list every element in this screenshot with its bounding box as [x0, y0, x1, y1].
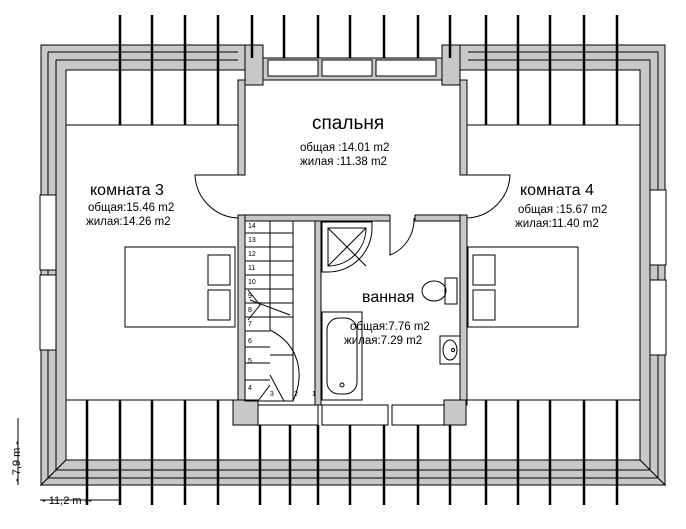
stair-step: 4	[248, 385, 252, 392]
stairs	[244, 220, 300, 402]
stair-step: 11	[248, 265, 256, 272]
stair-step: 2	[294, 391, 298, 398]
stair-step: 12	[248, 251, 256, 258]
room-total-bathroom: общая:7.76 m2	[350, 321, 430, 333]
stair-step: 8	[248, 307, 252, 314]
rafter-lines	[85, 15, 619, 505]
dimension-height: - 7,9 m -	[11, 441, 23, 482]
room-total-bedroom: общая :14.01 m2	[300, 142, 390, 154]
windows	[39, 59, 667, 426]
stair-step: 14	[248, 223, 256, 230]
room-living-bedroom: жилая :11.38 m2	[300, 156, 387, 168]
knee-walls	[66, 124, 640, 401]
stair-step: 7	[248, 321, 252, 328]
stair-step: 5	[248, 358, 252, 365]
stair-step: 6	[248, 338, 252, 345]
room-name-bedroom: спальня	[312, 113, 385, 134]
room-total-room3: общая:15.46 m2	[88, 202, 175, 214]
room-name-room4: комната 4	[520, 182, 594, 199]
toilet	[421, 277, 458, 305]
interior-walls	[232, 79, 468, 426]
sink	[439, 335, 461, 365]
stair-step: 13	[248, 237, 256, 244]
dimension-width: - 11,2 m --	[42, 495, 92, 507]
room-name-bathroom: ванная	[362, 289, 415, 306]
doors	[194, 174, 511, 256]
stair-step: 1	[312, 391, 316, 398]
room-living-room4: жилая:11.40 m2	[515, 218, 599, 230]
stair-step: 3	[270, 391, 274, 398]
room-living-bathroom: жилая:7.29 m2	[344, 335, 423, 347]
room-total-room4: общая :15.67 m2	[518, 204, 608, 216]
beds	[124, 246, 579, 328]
stair-step: 10	[248, 279, 256, 286]
room-name-room3: комната 3	[90, 182, 164, 199]
stair-step: 9	[248, 293, 252, 300]
shower	[321, 221, 373, 273]
dimension-lines	[17, 418, 120, 501]
outer-walls	[39, 44, 667, 487]
bathtub	[321, 311, 363, 401]
room-living-room3: жилая:14.26 m2	[86, 216, 171, 228]
